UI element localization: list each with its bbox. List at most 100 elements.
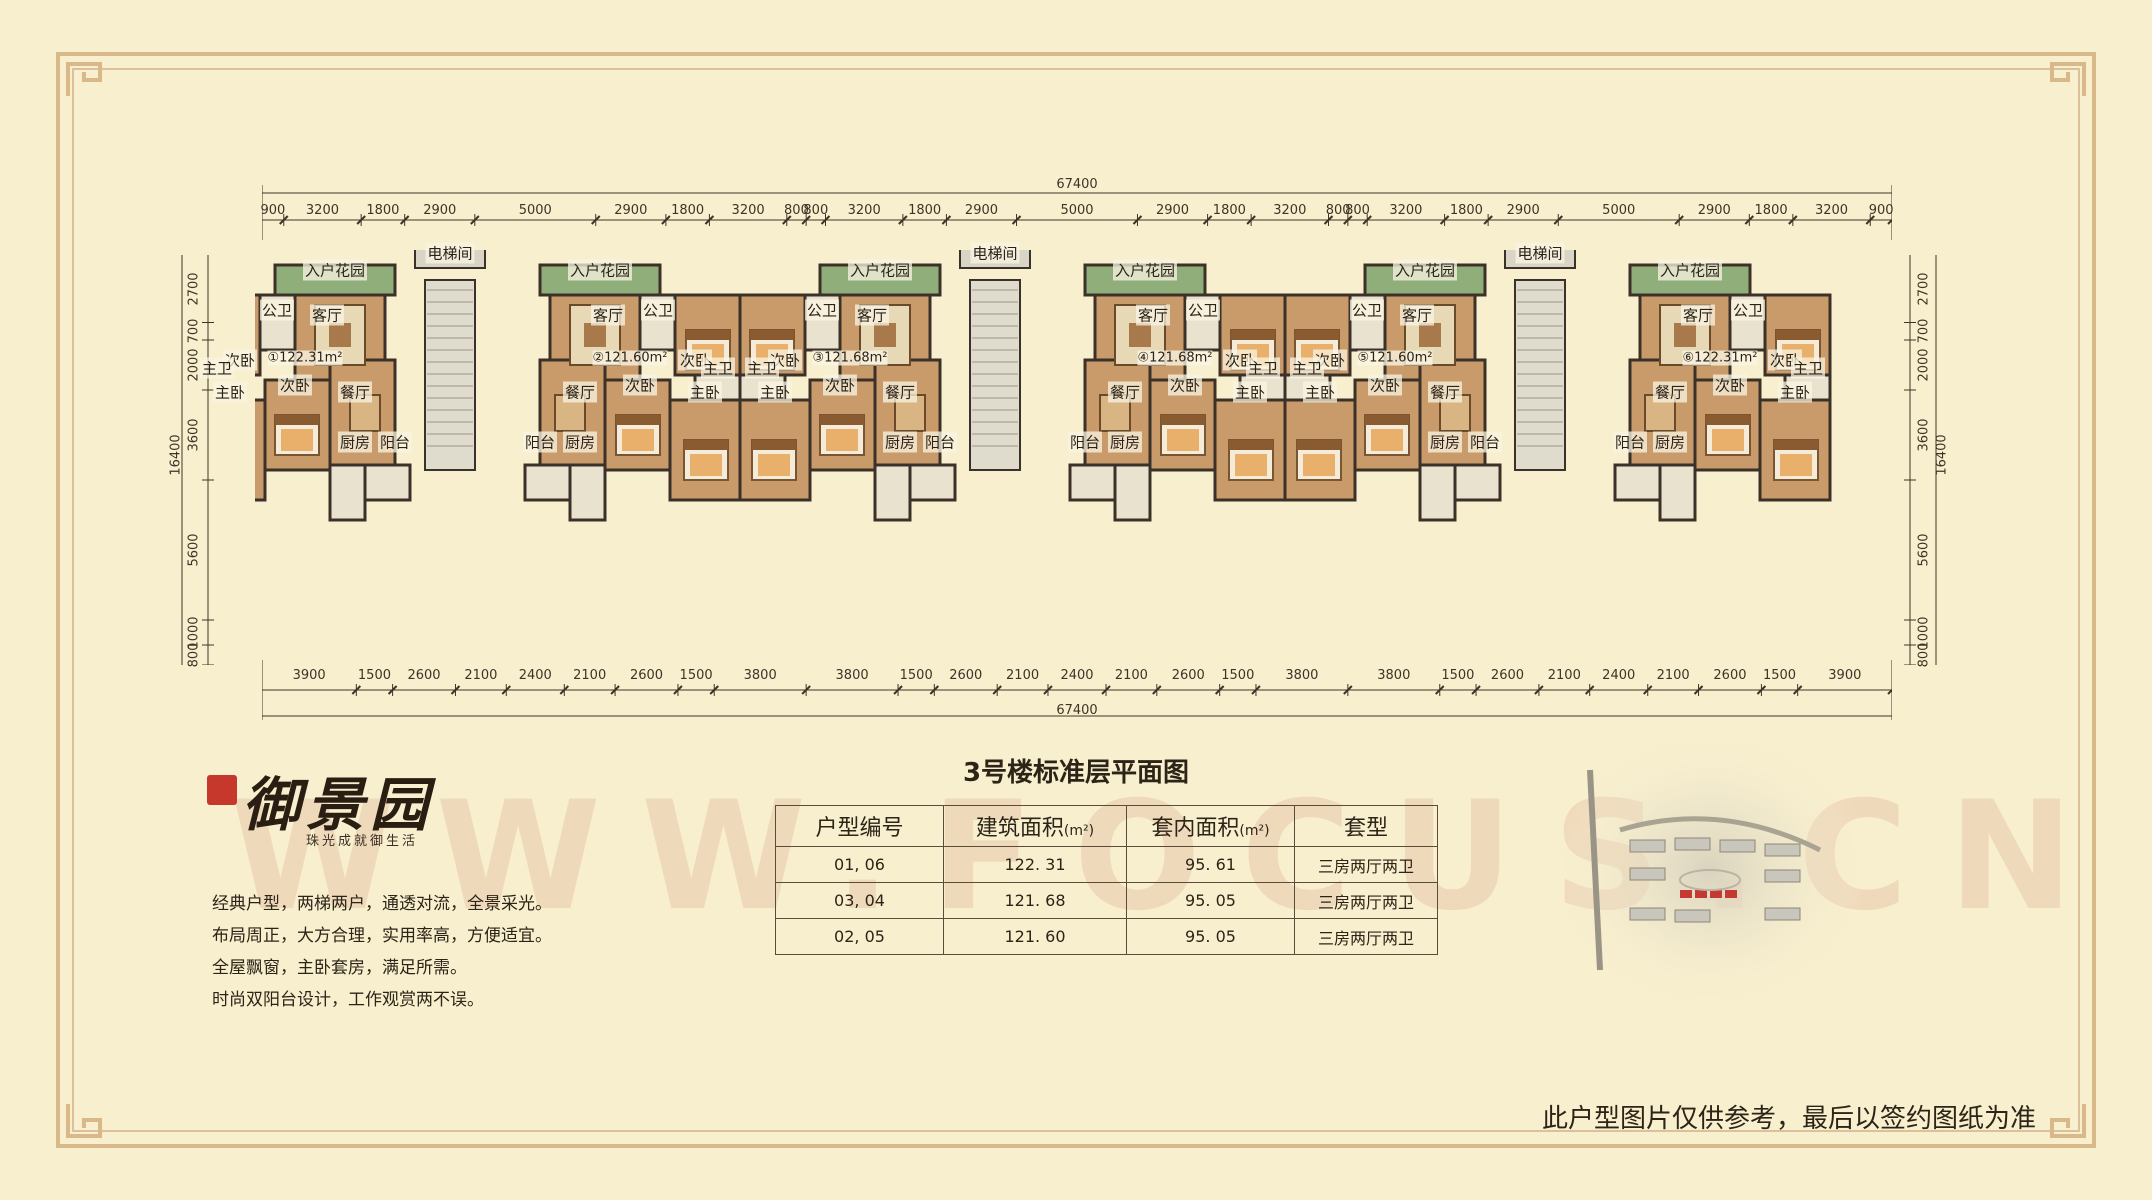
room-label-kitchen: 厨房: [337, 431, 373, 453]
dimension-label: 3800: [743, 668, 777, 683]
room-label-elevator-hall: 电梯间: [1515, 242, 1565, 264]
room-label-elevator-hall: 电梯间: [425, 242, 475, 264]
dimension-label: 2100: [1114, 668, 1148, 683]
dimension-label: 3600: [186, 418, 202, 452]
dimension-label: 3200: [1814, 203, 1849, 218]
room-label-balcony: 阳台: [922, 431, 958, 453]
room-label-kitchen: 厨房: [1652, 431, 1688, 453]
dimension-label: 2600: [949, 668, 983, 683]
dimension-label: 1800: [671, 203, 705, 218]
room-label-balcony: 阳台: [1612, 431, 1648, 453]
kitchen: [1418, 463, 1457, 522]
dimension-label: 5600: [186, 533, 202, 567]
bed-icon: [615, 414, 661, 456]
room-label-second-bedroom: 次卧: [1367, 374, 1403, 396]
brand-slogan: 珠光成就御生活: [306, 834, 419, 849]
balcony: [1453, 463, 1502, 502]
dimension-label: 3900: [292, 668, 326, 683]
room-label-entry-garden: 入户花园: [1112, 259, 1178, 281]
balcony: [1613, 463, 1662, 502]
dimension-label: 2600: [407, 668, 441, 683]
dimension-label: 2600: [629, 668, 664, 683]
dimension-label: 800: [186, 642, 202, 668]
room-label-dining-room: 餐厅: [1652, 381, 1688, 403]
room-label-balcony: 阳台: [377, 431, 413, 453]
dimension-label: 1500: [1762, 668, 1797, 683]
dimension-label: 2900: [1506, 203, 1540, 218]
room-label-public-bathroom: 公卫: [259, 299, 295, 321]
dimension-label: 900: [260, 203, 286, 218]
unit-area-label: ③121.68m²: [812, 350, 888, 366]
dimension-label: 2100: [1547, 668, 1581, 683]
dimension-label: 5000: [518, 203, 552, 218]
room-label-master-bedroom: 主卧: [212, 381, 248, 403]
dimension-label: 2100: [573, 668, 607, 683]
description-line: 布局周正，大方合理，实用率高，方便适宜。: [212, 926, 552, 946]
room-label-entry-garden: 入户花园: [847, 259, 913, 281]
dimension-label: 800: [1345, 203, 1370, 218]
dimension-label: 3600: [1916, 418, 1932, 452]
corner-ornament-bottom-left: [56, 1094, 110, 1148]
room-label-master-bathroom: 主卫: [1245, 357, 1281, 379]
inner-frame: [72, 68, 2080, 1132]
room-label-public-bathroom: 公卫: [640, 299, 676, 321]
room-label-second-bedroom: 次卧: [1167, 374, 1203, 396]
room-label-dining-room: 餐厅: [562, 381, 598, 403]
bed-icon: [683, 439, 729, 481]
room-label-master-bedroom: 主卧: [687, 381, 723, 403]
room-label-master-bathroom: 主卫: [1790, 357, 1826, 379]
room-label-entry-garden: 入户花园: [567, 259, 633, 281]
unit-area-label: ②121.60m²: [592, 350, 668, 366]
room-label-second-bedroom: 次卧: [822, 374, 858, 396]
dimension-label: 1500: [1441, 668, 1475, 683]
corner-ornament-top-left: [56, 52, 110, 106]
bed-icon: [1705, 414, 1751, 456]
dimension-label: 1500: [679, 668, 713, 683]
room-label-master-bedroom: 主卧: [1232, 381, 1268, 403]
kitchen: [568, 463, 607, 522]
room-label-master-bedroom: 主卧: [1302, 381, 1338, 403]
room-label-entry-garden: 入户花园: [1657, 259, 1723, 281]
kitchen: [1658, 463, 1697, 522]
room-label-balcony: 阳台: [1067, 431, 1103, 453]
kitchen: [1113, 463, 1152, 522]
dimension-label: 3800: [835, 668, 869, 683]
dimension-label: 2400: [1602, 668, 1636, 683]
description-line: 全屋飘窗，主卧套房，满足所需。: [212, 958, 467, 978]
bed-icon: [751, 439, 797, 481]
room-label-master-bedroom: 主卧: [757, 381, 793, 403]
room-label-living-room: 客厅: [1680, 304, 1716, 326]
brand-seal: [207, 775, 237, 805]
room-label-master-bathroom: 主卫: [700, 357, 736, 379]
dimension-label: 1800: [1754, 203, 1788, 218]
bed-icon: [1364, 414, 1410, 456]
bed-icon: [1228, 439, 1274, 481]
unit-area-label: ①122.31m²: [267, 350, 343, 366]
room-label-living-room: 客厅: [1135, 304, 1171, 326]
room-label-living-room: 客厅: [1399, 304, 1435, 326]
room-label-master-bathroom: 主卫: [199, 357, 235, 379]
room-label-kitchen: 厨房: [882, 431, 918, 453]
room-label-master-bedroom: 主卧: [1777, 381, 1813, 403]
left-total-dimension: 16400: [168, 434, 184, 476]
room-label-second-bedroom: 次卧: [622, 374, 658, 396]
table-header-row: 户型编号 建筑面积(m²) 套内面积(m²) 套型: [775, 805, 1438, 847]
dimension-label: 2900: [423, 203, 457, 218]
room-label-entry-garden: 入户花园: [302, 259, 368, 281]
room-label-master-bathroom: 主卫: [1289, 357, 1325, 379]
room-label-elevator-hall: 电梯间: [970, 242, 1020, 264]
header-unit-type: 套型: [1294, 805, 1438, 847]
dimension-label: 2600: [1490, 668, 1525, 683]
elevator-core: [1504, 250, 1576, 471]
dimension-label: 5000: [1060, 203, 1094, 218]
room-label-dining-room: 餐厅: [1107, 381, 1143, 403]
bed-icon: [1773, 439, 1819, 481]
brand-logo: 御景园: [242, 771, 435, 839]
unit-area-label: ⑤121.60m²: [1357, 350, 1433, 366]
dimension-label: 3800: [1285, 668, 1319, 683]
balcony: [908, 463, 957, 502]
bed-icon: [819, 414, 865, 456]
